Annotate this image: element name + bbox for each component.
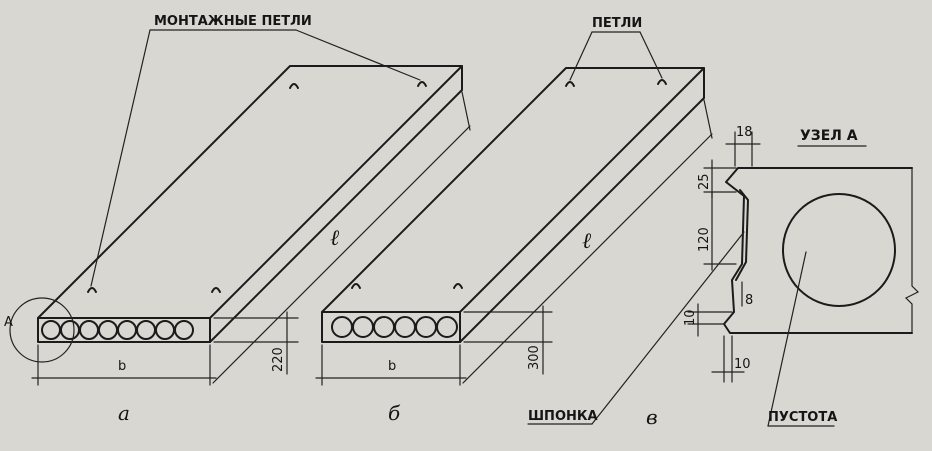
node-a-section-outline [723,167,913,334]
loops-leader-1 [569,31,593,81]
length-b-label: ℓ [582,229,592,254]
fig-b-label: б [388,401,401,425]
thickness-b-label: 300 [527,345,542,370]
dim-120-label: 120 [697,227,712,252]
fig-c-label: в [646,405,658,429]
slab-b: ПЕТЛИ b 300 ℓ б [315,16,713,425]
slab-a-core [174,320,194,340]
key-leader [591,231,745,425]
slab-a-loop-front-right [211,287,221,293]
slab-a-front-face [37,317,211,343]
slab-b-loop-front-right [453,283,463,289]
dim-l-b-ext [703,99,713,139]
slab-a-hollow-cores [41,320,194,340]
fig-a-label: а [118,401,130,425]
slab-a-loop-back-right [417,81,427,87]
void-leader [767,251,807,427]
width-b-label: b [388,359,396,374]
mounting-loops-label: МОНТАЖНЫЕ ПЕТЛИ [154,14,312,29]
slab-a-top-face [37,65,463,319]
length-a-label: ℓ [330,226,340,251]
slab-b-hollow-cores [331,316,458,338]
void-circle [782,193,896,307]
slab-b-top-face [321,67,705,313]
node-a-break-line [904,167,920,334]
dim-l-a-ext [461,91,471,131]
slab-a-loop-back-left [289,83,299,89]
slab-a-side-face [209,65,463,343]
width-a-label: b [118,359,126,374]
void-label: ПУСТОТА [768,410,837,425]
dim-8-label: 8 [745,293,753,308]
slab-b-front-face [321,311,461,343]
dim-25-label: 25 [697,173,712,190]
node-a-marker-circle [9,297,75,363]
dim-18-label: 18 [736,125,753,140]
node-a-detail: УЗЕЛ А 18 25 120 8 10 10 [527,125,920,429]
thickness-a-label: 220 [271,347,286,372]
mounting-loops-leader-1 [90,29,151,287]
slab-b-loop-front-left [351,283,361,289]
slab-a-loop-front-left [87,287,97,293]
slab-b-core [436,316,458,338]
key-groove [735,189,749,281]
slab-b-side-face [459,67,705,343]
loops-leader-2 [639,31,663,79]
node-a-marker-label: А [4,315,13,330]
slab-b-loop-back-left [565,81,575,87]
key-label: ШПОНКА [528,409,598,424]
dim-10-left-label: 10 [683,309,698,326]
slab-a: МОНТАЖНЫЕ ПЕТЛИ А b 220 ℓ а [4,14,471,425]
dim-l-a-line [212,125,471,384]
loops-label: ПЕТЛИ [592,16,642,31]
dim-10-bottom-label: 10 [734,357,751,372]
node-a-title: УЗЕЛ А [800,128,858,144]
dim-l-b-line [462,133,713,384]
slab-b-loop-back-right [657,79,667,85]
mounting-loops-leader-2 [295,29,421,81]
